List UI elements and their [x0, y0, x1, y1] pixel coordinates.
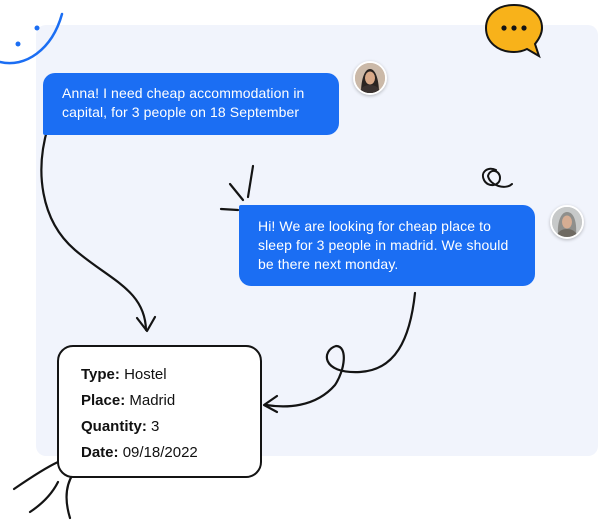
summary-row-date: Date: 09/18/2022: [81, 440, 260, 466]
message-bubble-anna: Anna! I need cheap accommodation in capi…: [43, 73, 339, 135]
field-label: Date:: [81, 444, 119, 461]
booking-summary-card: Type: Hostel Place: Madrid Quantity: 3 D…: [57, 345, 262, 478]
field-value: 3: [151, 418, 160, 435]
field-value: 09/18/2022: [122, 444, 198, 461]
summary-row-type: Type: Hostel: [81, 362, 260, 388]
field-value: Madrid: [129, 392, 176, 409]
field-value: Hostel: [124, 366, 167, 383]
field-label: Type:: [81, 366, 120, 383]
summary-row-place: Place: Madrid: [81, 388, 260, 414]
message-text: Anna! I need cheap accommodation in capi…: [62, 85, 305, 120]
field-label: Quantity:: [81, 418, 147, 435]
avatar-icon: [355, 63, 385, 93]
message-bubble-reply: Hi! We are looking for cheap place to sl…: [239, 205, 535, 286]
message-text: Hi! We are looking for cheap place to sl…: [258, 218, 509, 272]
summary-row-quantity: Quantity: 3: [81, 414, 260, 440]
field-label: Place:: [81, 392, 126, 409]
avatar-icon: [552, 207, 582, 237]
typing-chat-icon: [484, 3, 544, 59]
avatar: [353, 61, 387, 95]
avatar: [550, 205, 584, 239]
